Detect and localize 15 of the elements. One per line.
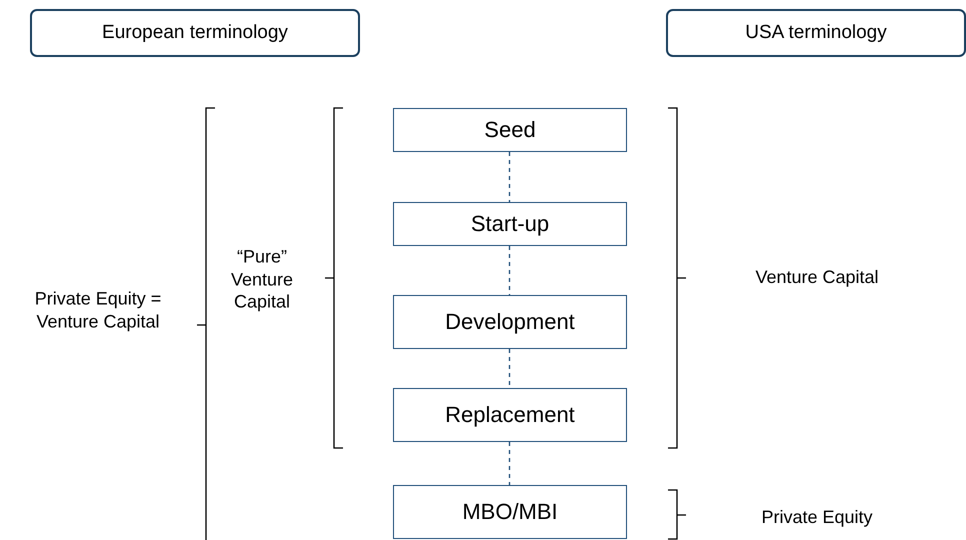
dashed-connector xyxy=(508,442,510,485)
bracket-label: Private Equity xyxy=(760,506,874,528)
dashed-connector xyxy=(508,152,510,202)
bracket-label: Venture Capital xyxy=(754,266,880,288)
dashed-connector xyxy=(508,349,510,388)
stage-box: Start-up xyxy=(393,202,627,246)
bracket-label: “Pure” Venture Capital xyxy=(230,245,294,313)
bracket-label: Private Equity = Venture Capital xyxy=(34,288,162,332)
stage-box: Replacement xyxy=(393,388,627,442)
header-box: European terminology xyxy=(30,9,360,57)
dashed-connector xyxy=(508,246,510,295)
stage-box: MBO/MBI xyxy=(393,485,627,539)
header-box: USA terminology xyxy=(666,9,966,57)
stage-box: Development xyxy=(393,295,627,349)
stage-box: Seed xyxy=(393,108,627,152)
